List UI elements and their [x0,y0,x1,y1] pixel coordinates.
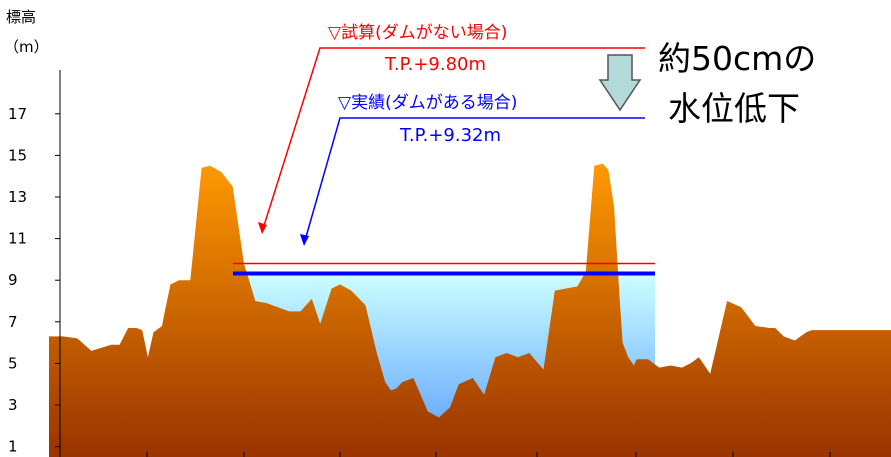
y-tick-label: 3 [8,396,18,414]
with-dam-label: ▽実績(ダムがある場合) [338,93,517,113]
x-ticks [146,452,831,457]
without-dam-leader-line [261,47,645,233]
without-dam-value: T.P.+9.80m [384,54,486,75]
without-dam-label: ▽試算(ダムがない場合) [328,23,507,43]
with-dam-arrowhead [300,234,309,246]
drop-annotation-line1: 約50cmの [658,39,816,78]
y-tick-label: 9 [8,271,18,289]
y-tick-label: 7 [8,313,18,331]
plot-area [49,163,891,457]
y-tick-label: 17 [8,105,27,123]
with-dam-leader-line [303,117,645,245]
y-tick-label: 13 [8,188,27,206]
water-level-drop-arrow-icon [598,54,642,112]
ground-profile-area [49,163,891,457]
y-tick-label: 5 [8,354,18,372]
y-tick-label: 15 [8,146,27,164]
y-tick-label: 1 [8,438,18,456]
with-dam-value: T.P.+9.32m [399,125,501,146]
y-axis-unit: （m） [4,38,49,56]
y-tick-label: 11 [8,230,27,248]
without-dam-arrowhead [258,222,267,234]
y-axis-title: 標高 [6,8,36,26]
drop-annotation-line2: 水位低下 [668,89,800,128]
